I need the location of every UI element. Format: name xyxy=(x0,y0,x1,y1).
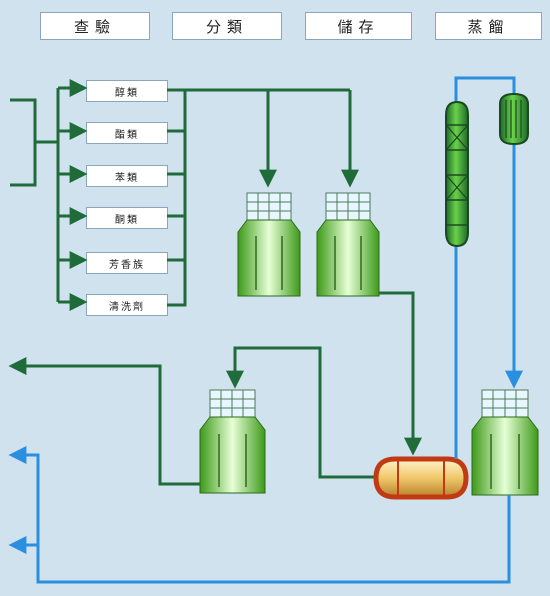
distillation-column xyxy=(445,100,469,248)
distillate-tank xyxy=(471,389,539,496)
arrow-to-mixing-vessel xyxy=(379,291,422,456)
condenser xyxy=(499,92,529,146)
product-tank xyxy=(199,389,266,494)
mixing-vessel xyxy=(373,456,469,500)
column-to-condenser-line xyxy=(454,76,516,108)
storage-tank-2 xyxy=(316,192,380,297)
arrow-to-product-tank xyxy=(226,346,383,479)
inspection-bracket xyxy=(10,79,88,311)
arrow-product-out xyxy=(8,357,200,486)
category-collector xyxy=(167,88,359,307)
header-inspection: 查驗 xyxy=(40,12,150,40)
header-storage: 儲存 xyxy=(305,12,412,40)
category-aromatics: 芳香族 xyxy=(86,252,168,274)
header-distillation: 蒸餾 xyxy=(435,12,542,40)
header-classification: 分類 xyxy=(172,12,282,40)
storage-tank-1 xyxy=(237,192,301,297)
arrow-distillate-return-1 xyxy=(8,446,511,584)
